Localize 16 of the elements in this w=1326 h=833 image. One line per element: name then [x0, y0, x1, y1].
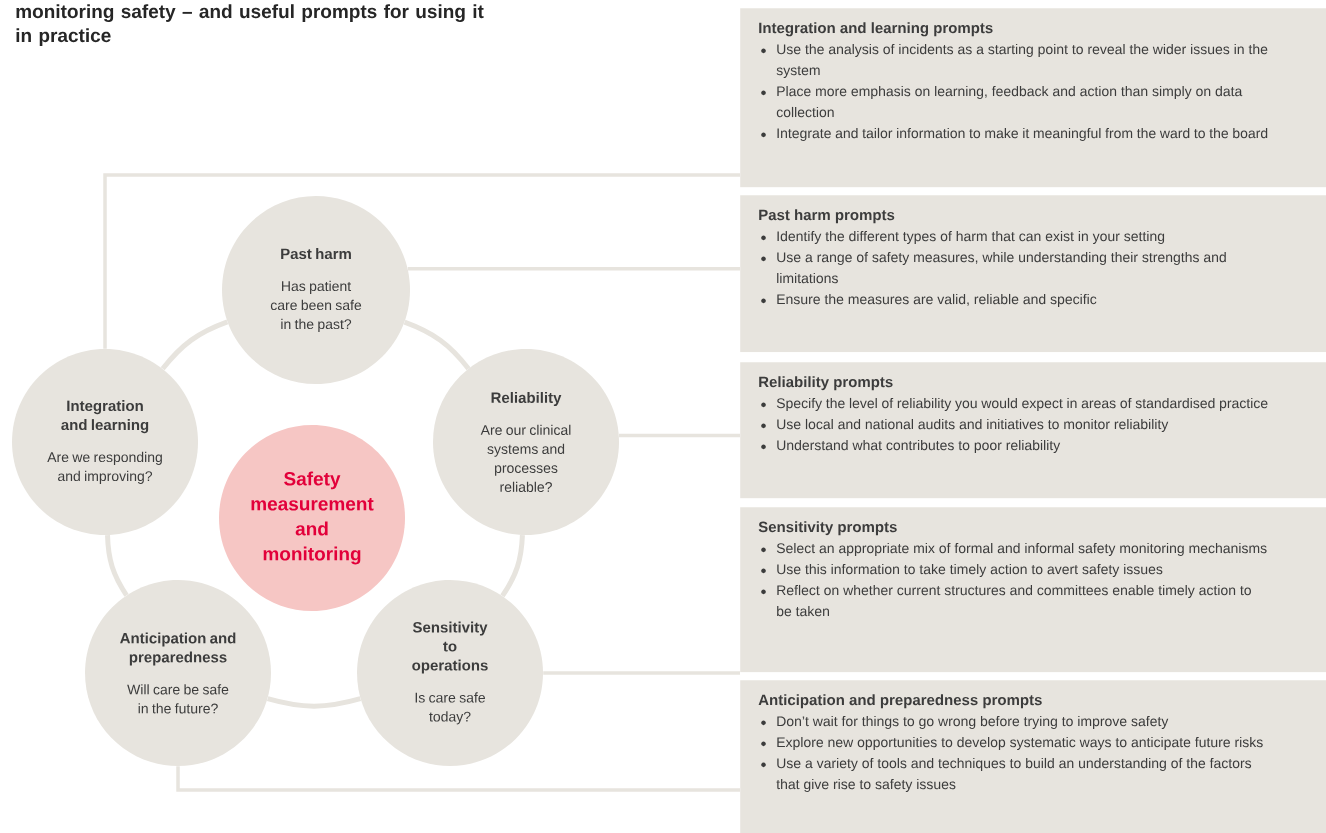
title: monitoring safety – and useful prompts for using it in practice — [16, 4, 484, 46]
prompt-box: Past harm prompts Identify the different types of harm that can exist in your setting Use a range of safety measures, while understanding their strengths and limitations Ensure the measures are valid, reliable and specific — [740, 195, 1326, 353]
ring-arc — [403, 319, 471, 371]
ring-arc — [160, 319, 229, 371]
connector-line — [176, 766, 740, 792]
connector-line — [103, 173, 740, 349]
ring-arc — [266, 696, 362, 709]
connector-line — [543, 671, 740, 675]
connector-line — [619, 433, 740, 438]
prompt-box: Sensitivity prompts Select an appropriate mix of formal and informal safety monitoring mechanisms Use this information to take timely action to avert safety issues Reflect on whether current structures and committees enable timely action to be taken — [740, 507, 1326, 673]
ring-arc — [105, 535, 129, 597]
prompt-box: Integration and learning prompts Use the analysis of incidents as a starting point to reveal the wider issues in the system Place more emphasis on learning, feedback and action than simply on data collection Integrate and tailor information to make it meaningful from the ward to the board — [740, 8, 1326, 188]
prompt-box: Reliability prompts Specify the level of reliability you would expect in areas of standardised practice Use local and national audits and initiatives to monitor reliability Understand what contributes to poor reliability — [740, 362, 1326, 499]
prompt-box: Anticipation and preparedness prompts Don’t wait for things to go wrong before trying to improve safety Explore new opportunities to develop systematic ways to anticipate future risks Use a variety of tools and techniques to build an understanding of the factors that give rise to safety issues — [740, 680, 1326, 833]
ring-arc — [500, 535, 525, 598]
connector-line — [407, 267, 740, 271]
